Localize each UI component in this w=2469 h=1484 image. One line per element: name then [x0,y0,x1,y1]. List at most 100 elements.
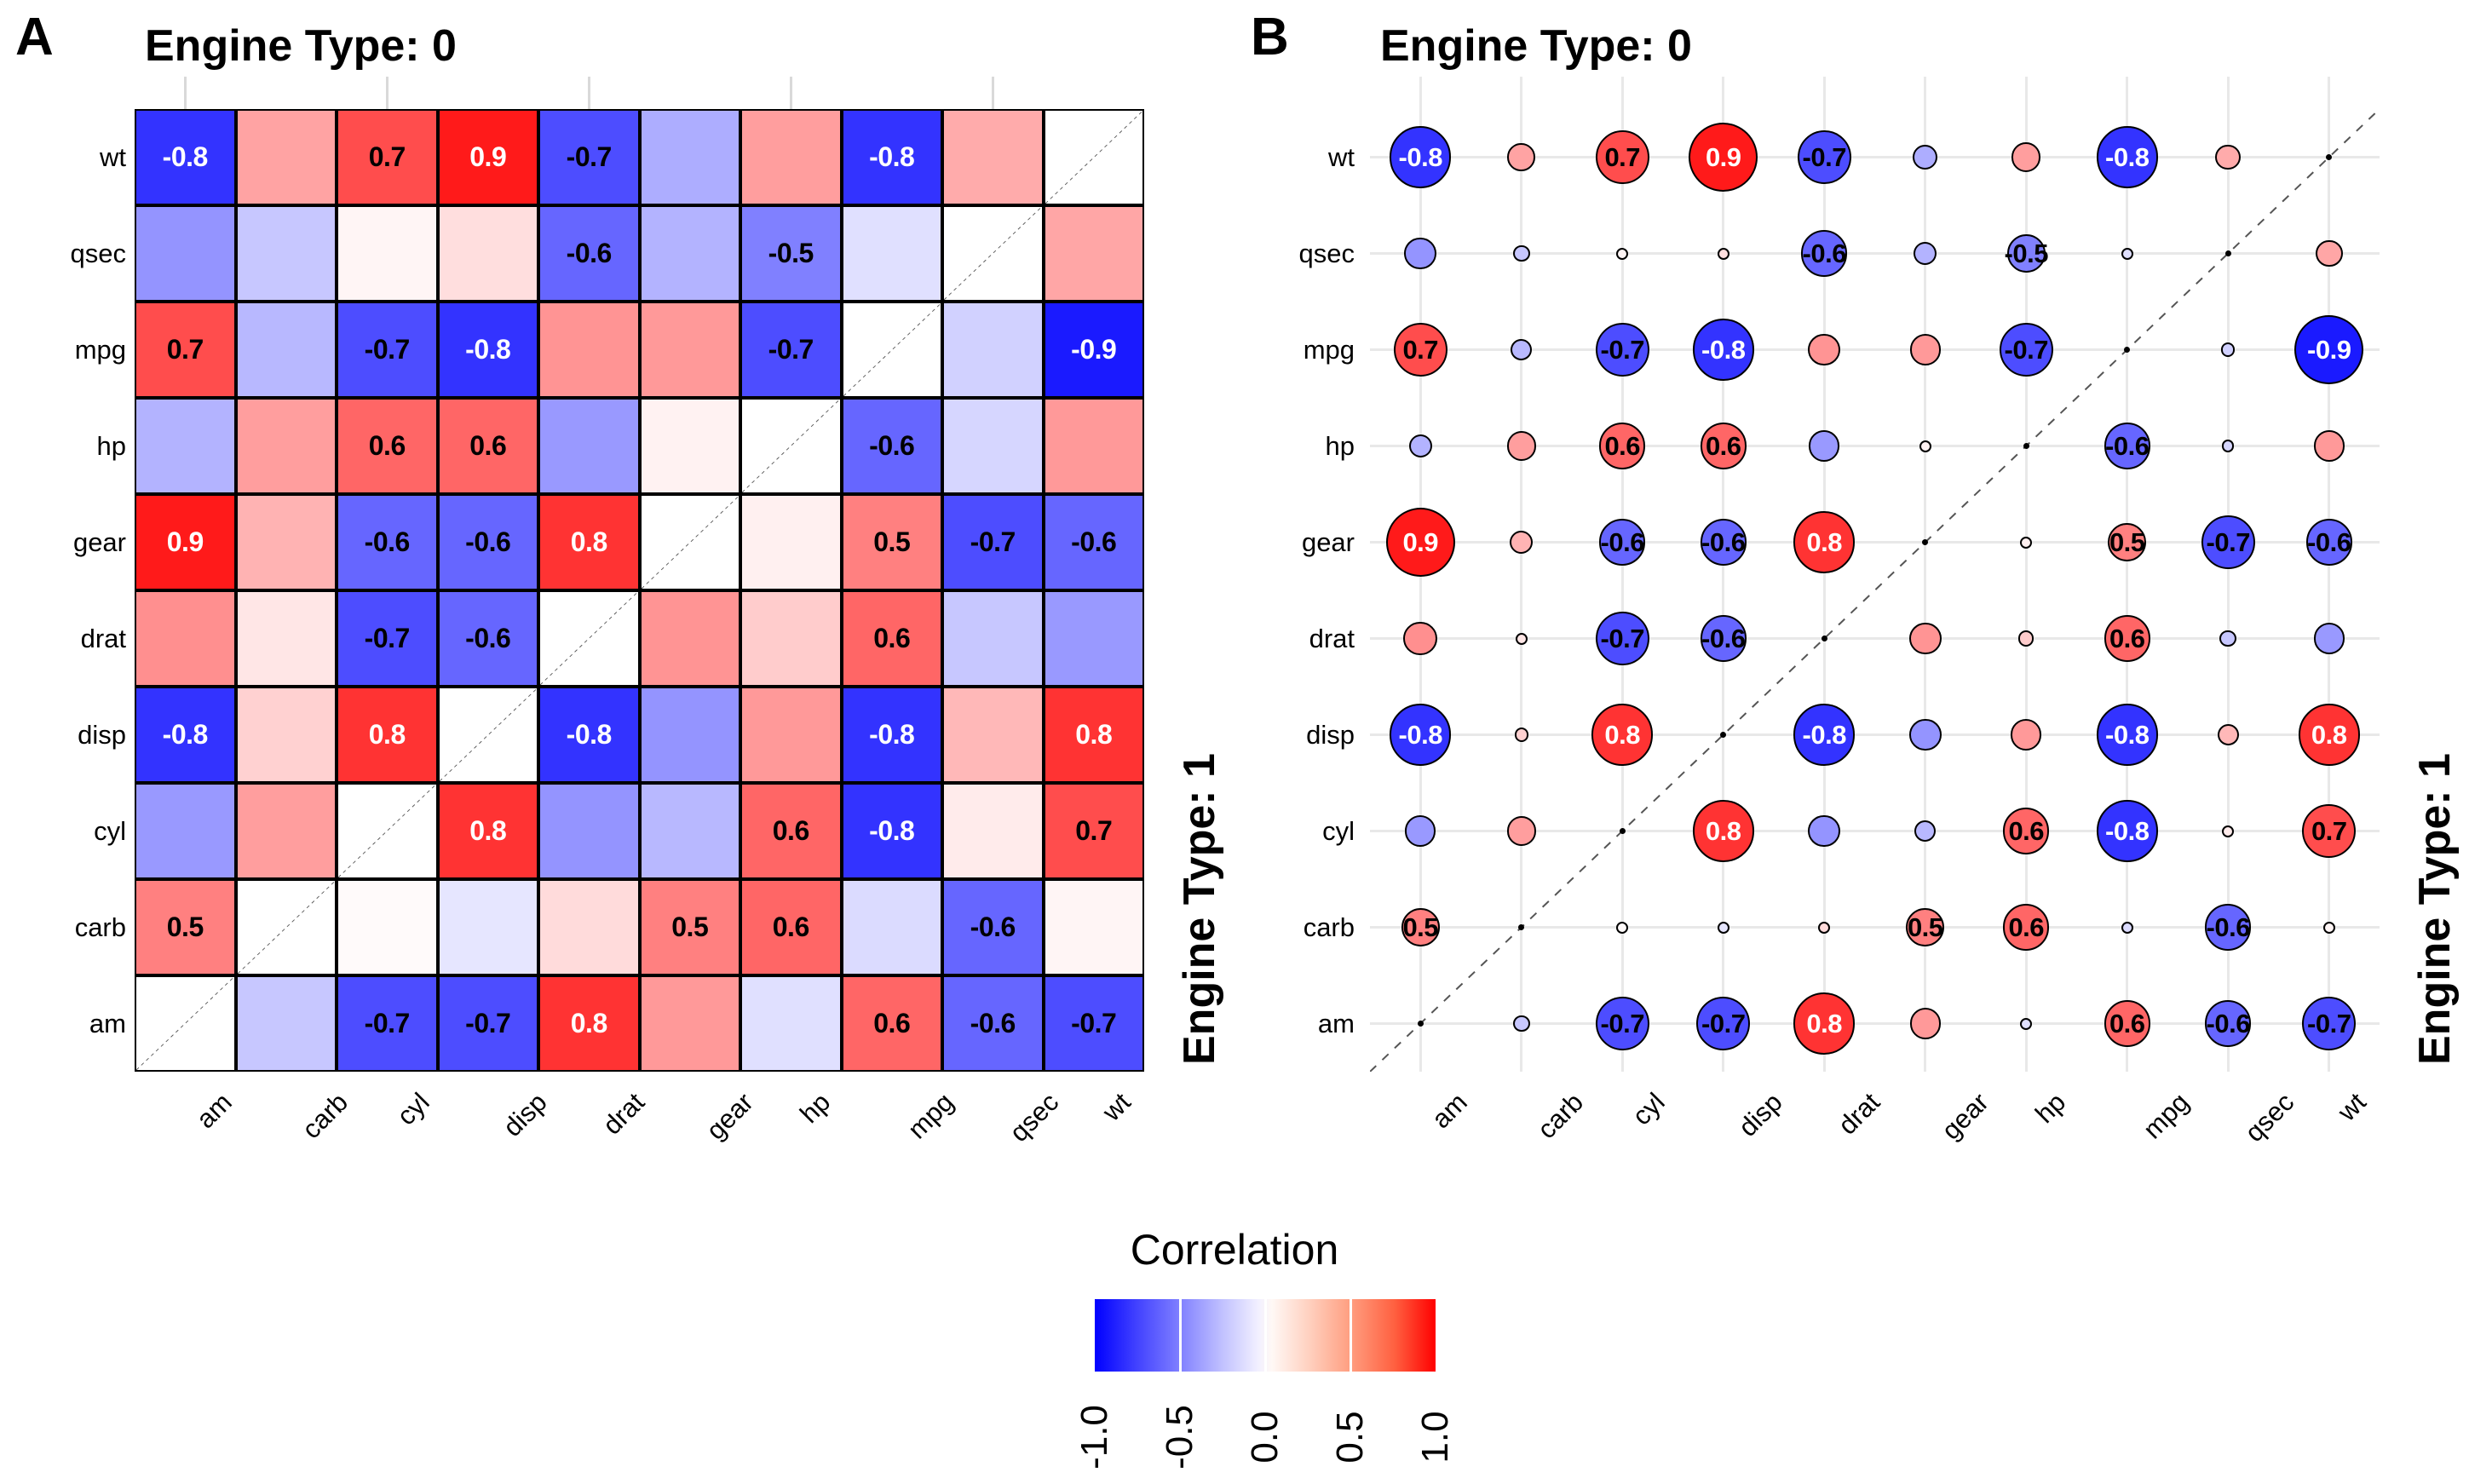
bubble-marker: -0.8 [1390,704,1452,766]
bubble-marker: 0.6 [2104,615,2150,662]
bubble-marker: -0.6 [2205,904,2252,951]
axis-tick-top [587,77,590,109]
row-label: gear [1301,526,1355,557]
heatmap-cell [740,590,842,687]
legend-tick-mark [1263,1299,1267,1372]
bubble-diagonal-point [1821,636,1827,641]
bubble-marker [2018,630,2034,647]
legend-title: Correlation [1130,1226,1339,1274]
bubble-marker [1616,921,1629,934]
row-label: qsec [1298,238,1355,268]
bubble-marker [1717,921,1729,934]
cell-value-label: 0.6 [368,430,406,461]
bubble-marker: -0.7 [2201,515,2255,570]
cell-value-label: 0.8 [570,526,607,557]
bubble-value-label: 0.8 [1806,526,1843,557]
heatmap-cell [135,398,236,494]
bubble-marker [1507,143,1535,171]
bubble-marker [1403,621,1438,656]
bubble-value-label: 0.9 [1402,526,1439,557]
row-label: cyl [94,815,126,846]
heatmap-cell [235,109,337,205]
bubble-marker [2313,430,2345,462]
panel-a-side-title: Engine Type: 1 [1175,753,1224,1065]
row-label: am [89,1008,126,1038]
heatmap-cell: -0.7 [337,590,438,687]
bubble-value-label: -0.7 [2004,334,2049,365]
heatmap-cell [942,109,1044,205]
cell-value-label: 0.7 [1075,815,1113,846]
heatmap-cell: 0.5 [841,494,942,590]
heatmap-cell: 0.8 [538,975,640,1072]
heatmap-cell [538,590,640,687]
heatmap-cell: -0.6 [337,494,438,590]
cell-value-label: -0.9 [1071,334,1117,365]
bubble-marker [1914,820,1937,843]
cell-value-label: 0.5 [671,912,709,942]
heatmap-cell: 0.6 [841,590,942,687]
bubble-value-label: -0.7 [1600,1008,1645,1038]
bubble-marker: -0.9 [2294,314,2364,385]
panel-a-tag: A [15,8,54,66]
bubble-marker [2215,144,2242,170]
heatmap-cell: -0.8 [841,783,942,879]
bubble-marker [1909,1008,1941,1039]
bubble-marker [2221,342,2236,357]
heatmap-cell [235,975,337,1072]
heatmap-cell: -0.6 [942,975,1044,1072]
heatmap-cell: -0.6 [437,494,538,590]
bubble-marker [1914,241,1937,266]
heatmap-cell: 0.5 [135,879,236,975]
heatmap-cell [1043,398,1144,494]
legend-tick-mark [1349,1299,1352,1372]
bubble-marker: -0.8 [2096,126,2158,188]
row-label: am [1317,1008,1355,1038]
bubble-diagonal-point [1518,924,1525,930]
column-label: qsec [1004,1087,1065,1148]
heatmap-cell: -0.7 [437,975,538,1072]
heatmap-cell [639,109,740,205]
heatmap-cell: 0.8 [437,783,538,879]
heatmap-cell: -0.8 [841,109,942,205]
bubble-value-label: -0.6 [2105,430,2150,461]
cell-value-label: 0.9 [469,141,507,172]
cell-value-label: -0.6 [970,912,1016,942]
bubble-marker [2217,723,2239,746]
bubble-marker: 0.8 [1793,992,1856,1055]
bubble-marker: 0.7 [2302,803,2357,859]
row-label: cyl [1322,815,1355,846]
bubble-value-label: -0.7 [1802,141,1847,172]
row-label: mpg [74,334,126,365]
cell-value-label: 0.9 [166,526,204,557]
bubble-marker: -0.8 [2096,800,2158,862]
bubble-marker: 0.5 [2108,522,2147,562]
bubble-marker: -0.7 [1696,996,1751,1051]
bubble-value-label: 0.8 [1806,1008,1843,1038]
heatmap-cell: 0.6 [437,398,538,494]
heatmap-cell: -0.8 [538,687,640,783]
bubble-diagonal-point [1720,732,1727,738]
heatmap-cell [235,205,337,302]
bubble-value-label: 0.5 [1907,912,1943,942]
column-label: drat [596,1087,651,1141]
bubble-marker: 0.6 [1700,423,1747,469]
heatmap-cell [639,205,740,302]
heatmap-cell: -0.7 [740,302,842,398]
cell-value-label: 0.8 [570,1008,607,1038]
bubble-value-label: 0.6 [2109,1008,2145,1038]
bubble-marker: -0.6 [2305,519,2352,566]
bubble-marker: 0.6 [2003,808,2050,854]
bubble-value-label: -0.7 [2206,526,2251,557]
panel-b-side-title: Engine Type: 1 [2410,753,2460,1065]
cell-value-label: 0.6 [469,430,507,461]
heatmap-cell: -0.6 [841,398,942,494]
bubble-marker: -0.8 [2096,704,2158,766]
bubble-value-label: -0.6 [2307,526,2351,557]
bubble-value-label: 0.8 [1604,719,1641,750]
cell-value-label: -0.8 [162,141,209,172]
bubble-marker [2020,1017,2033,1030]
heatmap-cell: -0.6 [437,590,538,687]
column-label: am [1425,1087,1474,1135]
bubble-marker: -0.8 [1692,319,1754,381]
bubble-marker [2222,440,2235,452]
